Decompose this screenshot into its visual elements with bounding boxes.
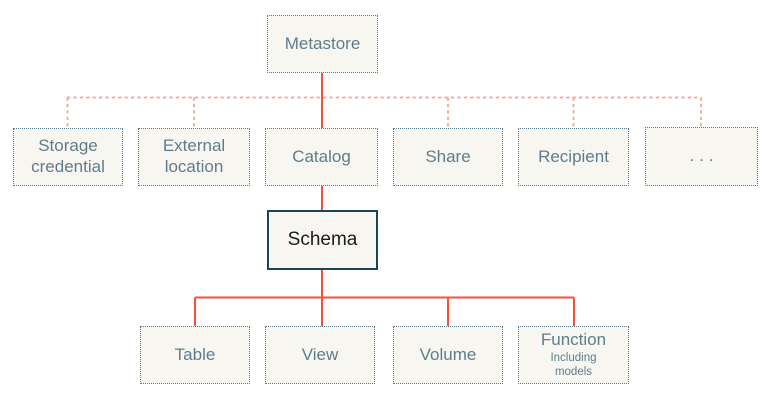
node-table: Table <box>140 326 250 384</box>
node-metastore: Metastore <box>267 15 378 73</box>
node-volume: Volume <box>393 326 503 384</box>
node-ellipsis-label: ... <box>689 146 719 166</box>
node-catalog-label: Catalog <box>292 146 351 166</box>
node-recipient-label: Recipient <box>538 146 609 166</box>
node-share: Share <box>393 128 503 186</box>
node-volume-label: Volume <box>419 344 477 364</box>
node-external-location: External location <box>138 128 250 186</box>
node-external-location-label: External location <box>162 136 226 176</box>
node-function-label: Function <box>540 330 607 350</box>
node-share-label: Share <box>425 146 471 166</box>
node-ellipsis: ... <box>645 127 758 186</box>
node-schema: Schema <box>267 210 378 270</box>
node-view-label: View <box>301 344 339 364</box>
node-storage-credential-label: Storage credential <box>31 136 105 176</box>
node-function: Function Including models <box>518 326 629 384</box>
node-storage-credential: Storage credential <box>13 128 123 186</box>
node-view: View <box>265 326 375 384</box>
node-catalog: Catalog <box>265 128 378 186</box>
node-recipient: Recipient <box>518 128 629 186</box>
node-metastore-label: Metastore <box>284 33 361 53</box>
node-function-sublabel: Including models <box>550 352 597 378</box>
node-table-label: Table <box>174 344 216 364</box>
node-schema-label: Schema <box>287 229 358 251</box>
